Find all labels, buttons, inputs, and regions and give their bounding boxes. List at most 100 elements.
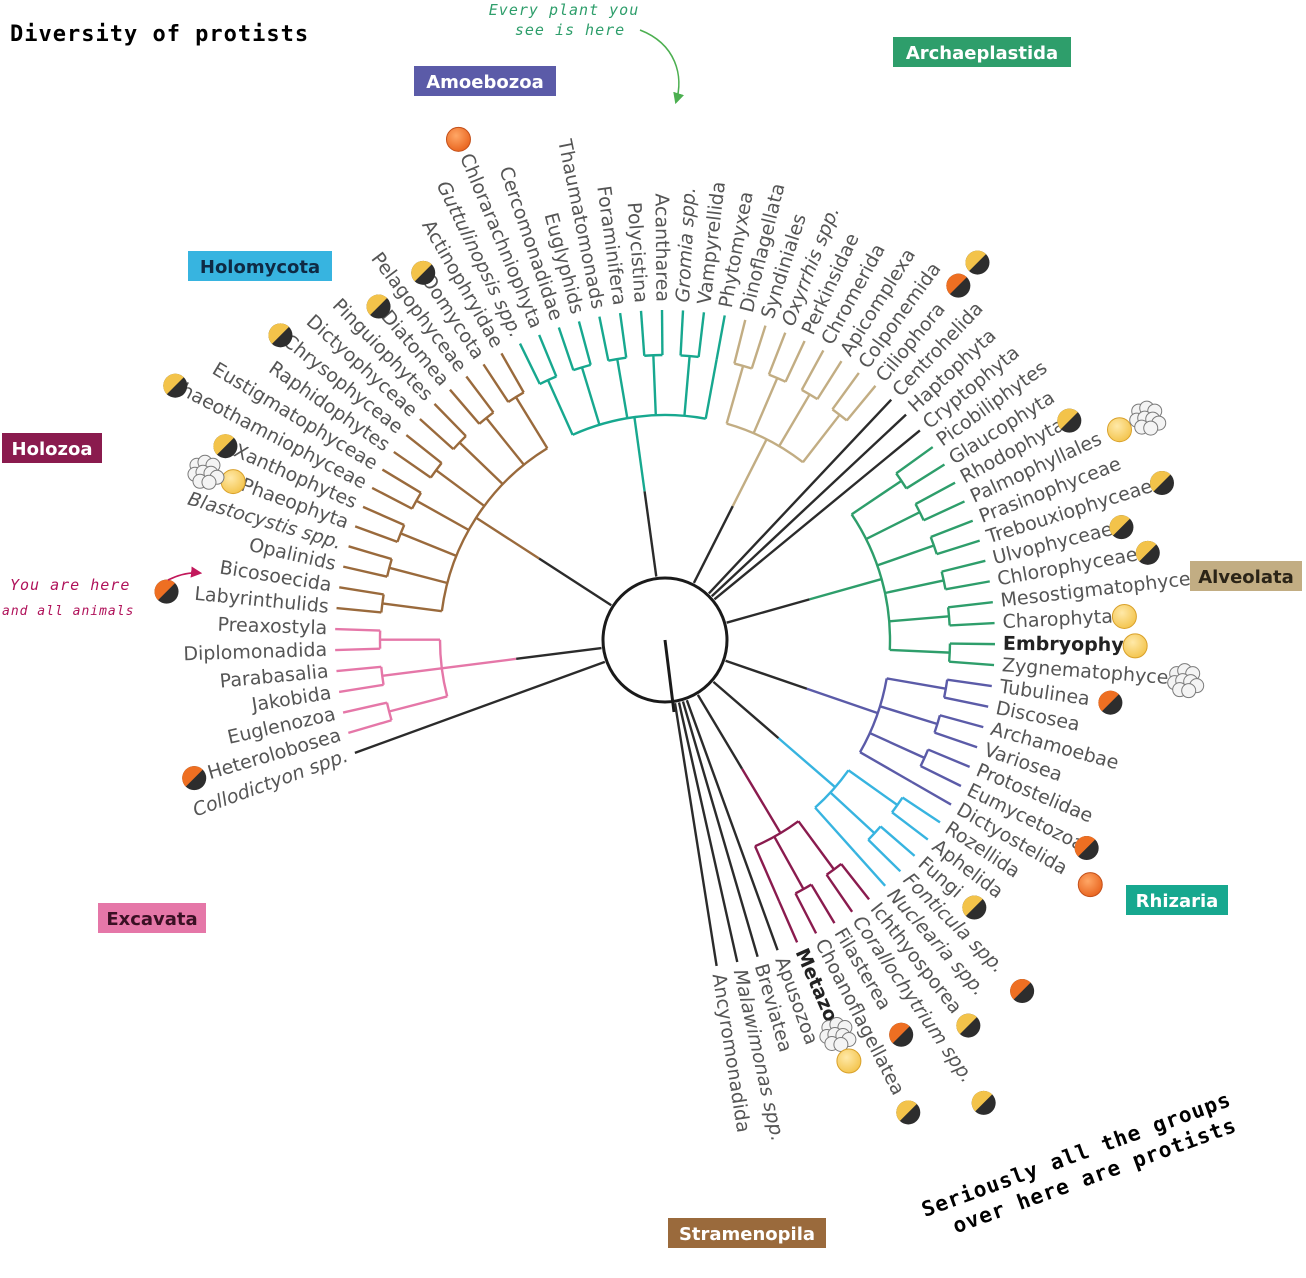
tree-branch xyxy=(577,321,592,366)
annotation-animals-arrow xyxy=(167,566,203,581)
tree-branch xyxy=(784,340,806,383)
tree-branch xyxy=(697,312,706,358)
tree-branch xyxy=(639,310,646,356)
tree-branch xyxy=(380,666,385,686)
half-gold-dark-icon xyxy=(965,250,990,275)
single-cell-gold-icon xyxy=(1111,603,1137,629)
tree-branch xyxy=(814,769,850,809)
tree-branch xyxy=(947,643,952,662)
taxon-label: Diplomonadida xyxy=(183,639,327,665)
tree-branch xyxy=(927,748,971,768)
tree-branch xyxy=(557,327,575,371)
half-gold-dark-icon xyxy=(268,323,293,348)
tree-branch xyxy=(342,701,388,714)
tree-branch xyxy=(715,315,726,360)
tree-branch xyxy=(338,683,384,694)
group-badge-excavata: Excavata xyxy=(98,903,206,933)
group-label-rhizaria: Rhizaria xyxy=(1136,891,1219,912)
tree-core xyxy=(601,576,729,713)
tree-branch xyxy=(936,539,981,556)
taxon-label: Charophyta xyxy=(1002,606,1113,634)
tree-branch xyxy=(886,677,947,690)
tree-branch xyxy=(707,398,893,595)
page-title: Diversity of protists xyxy=(10,22,310,47)
half-gold-dark-icon xyxy=(411,260,436,285)
tree-branch xyxy=(806,687,879,715)
tree-branch xyxy=(867,825,882,841)
tree-branch xyxy=(797,820,835,871)
tree-branch xyxy=(814,806,857,854)
tree-branch xyxy=(891,811,929,841)
taxon-labels: Collodictyon spp.HeteroloboseaEuglenozoa… xyxy=(167,137,1215,1144)
annotation-plants: Every plant you see is here xyxy=(489,1,684,105)
tree-branch xyxy=(608,356,627,362)
taxon-label: Acantharea xyxy=(650,193,673,302)
tree-branch xyxy=(901,796,941,824)
tree-branch xyxy=(752,377,779,434)
tree-branch xyxy=(876,544,935,567)
tree-branch xyxy=(336,665,382,673)
tree-branch xyxy=(433,403,467,437)
tree-branch xyxy=(618,312,628,358)
half-orange-dark-icon xyxy=(1010,979,1035,1004)
tree-branch xyxy=(677,702,739,963)
group-badge-stramenopila: Stramenopila xyxy=(668,1218,826,1248)
tree-branch xyxy=(859,751,913,784)
half-orange-dark-icon xyxy=(154,579,179,604)
tree-branch xyxy=(683,355,691,416)
tree-branch xyxy=(889,648,950,654)
taxon-label: Preaxostyla xyxy=(217,614,327,640)
tree-branch xyxy=(733,319,747,364)
tree-branch xyxy=(382,602,443,613)
tree-branch xyxy=(911,781,952,806)
tree-branch xyxy=(879,705,938,726)
tree-branch xyxy=(949,621,995,627)
tree-branch xyxy=(696,694,744,770)
tree-branch xyxy=(777,737,836,789)
tree-branch xyxy=(652,355,657,416)
annotation-protists: Seriously all the groups over here are p… xyxy=(918,1087,1239,1238)
tree-branch xyxy=(750,325,767,369)
single-cell-orange-icon xyxy=(1077,872,1103,898)
group-badge-archaeplastida: Archaeplastida xyxy=(893,37,1071,67)
trait-icons xyxy=(154,126,1205,1125)
tree-branch xyxy=(381,468,422,494)
group-label-archaeplastida: Archaeplastida xyxy=(906,43,1058,64)
half-orange-dark-icon xyxy=(1074,836,1099,861)
tree-branch xyxy=(405,434,443,464)
tree-branch xyxy=(725,659,808,690)
badge-box xyxy=(1190,561,1302,591)
tree-branch xyxy=(336,606,382,614)
half-gold-dark-icon xyxy=(1135,540,1160,565)
group-badge-holozoa: Holozoa xyxy=(2,433,102,463)
tree-branch xyxy=(348,545,393,561)
tree-branch xyxy=(441,657,517,670)
tree-branch xyxy=(947,678,992,688)
tree-branch xyxy=(854,851,887,887)
tree-branch xyxy=(725,365,745,424)
tree-branch xyxy=(810,883,836,924)
half-gold-dark-icon xyxy=(956,1013,981,1038)
tree-branch xyxy=(726,598,810,624)
tree-branch xyxy=(598,316,610,361)
group-label-alveolata: Alveolata xyxy=(1198,567,1293,588)
tree-branch xyxy=(879,825,916,857)
tree-branch xyxy=(546,379,574,436)
tree-branch xyxy=(891,796,904,814)
tree-branch xyxy=(801,414,841,463)
tree-branch xyxy=(685,699,779,951)
multicellular-cluster-icon xyxy=(1129,400,1167,436)
tree-branch xyxy=(415,499,470,532)
tree-branch xyxy=(572,413,706,436)
single-cell-gold-icon xyxy=(220,469,246,495)
tree-branch xyxy=(475,516,540,560)
group-label-amoebozoa: Amoebozoa xyxy=(426,72,544,93)
tree-branch xyxy=(516,646,602,661)
half-gold-dark-icon xyxy=(1149,470,1174,495)
tree-branch xyxy=(449,388,481,425)
half-orange-dark-icon xyxy=(946,273,971,298)
half-gold-dark-icon xyxy=(163,373,188,398)
tree-branch xyxy=(923,500,965,522)
tree-branch xyxy=(435,469,485,507)
